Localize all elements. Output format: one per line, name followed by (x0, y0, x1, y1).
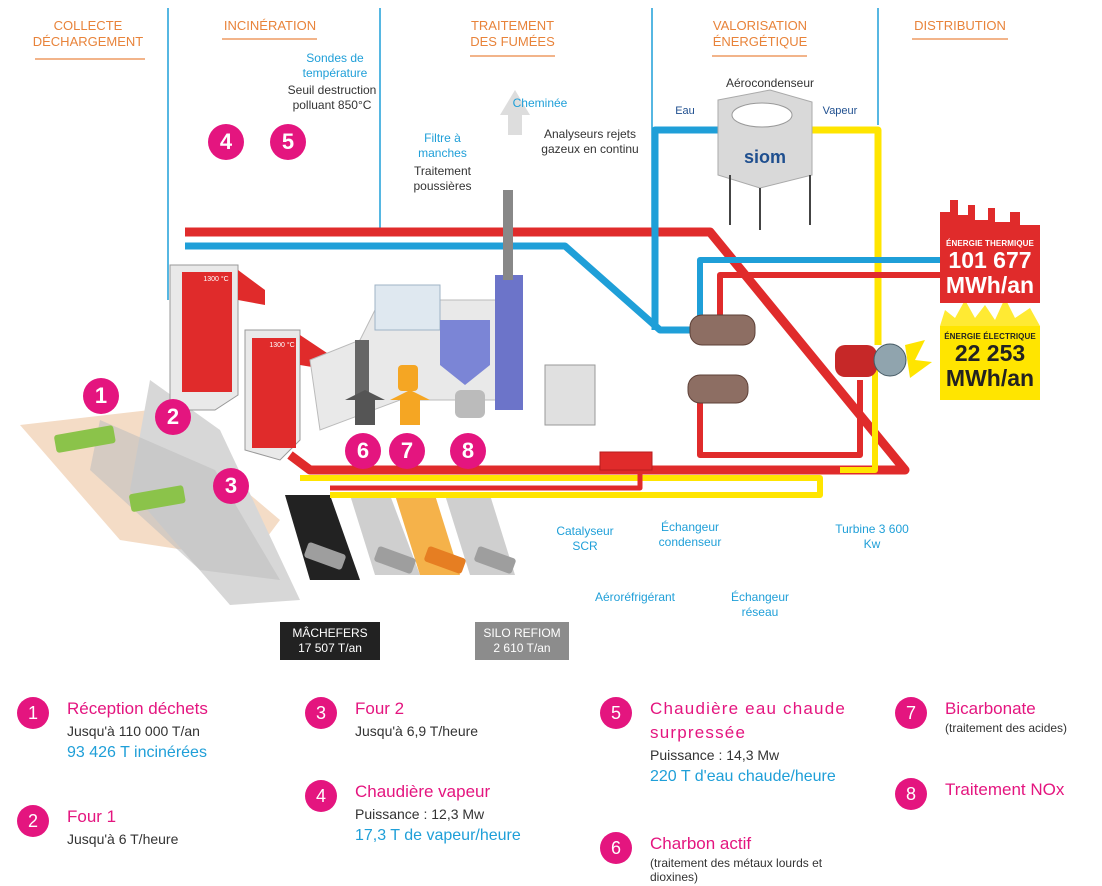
legend-item-8: 8 Traitement NOx (895, 778, 1100, 810)
zone-traitement: TRAITEMENT DES FUMÉES (470, 18, 555, 49)
dust-filter (374, 284, 441, 331)
legend-title-8: Traitement NOx (945, 780, 1065, 799)
label-seuil: Seuil destruction polluant 850°C (287, 83, 377, 112)
zone-collecte: COLLECTE DÉCHARGEMENT (32, 18, 144, 49)
legend-blue-1: 93 426 T incinérées (67, 744, 207, 761)
legend-badge-4: 4 (305, 780, 337, 812)
legend-title-2: Four 1 (67, 807, 117, 826)
zone-incineration-underline (222, 38, 317, 40)
chimney (503, 190, 513, 280)
legend-badge-7: 7 (895, 697, 927, 729)
legend-item-1: 1 Réception déchets Jusqu'à 110 000 T/an… (17, 697, 277, 765)
legend-title-6: Charbon actif (650, 834, 752, 853)
output-machefers-value: 17 507 T/an (298, 641, 362, 655)
badge-8: 8 (450, 433, 486, 469)
zone-distribution-underline (912, 38, 1008, 40)
zone-valorisation: VALORISATION ÉNERGÉTIQUE (712, 18, 808, 49)
label-echangeur-condenseur: Échangeur condenseur (658, 520, 722, 549)
stat-thermal-unit: MWh/an (945, 272, 1035, 298)
stack-body (495, 275, 523, 410)
output-machefers-title: MÂCHEFERS (292, 626, 368, 640)
legend-line-1: Jusqu'à 110 000 T/an (67, 723, 200, 739)
zone-incineration: INCINÉRATION (223, 18, 317, 33)
label-cheminee: Cheminée (512, 96, 568, 110)
label-catalyseur: Catalyseur SCR (556, 524, 614, 553)
legend-line-2: Jusqu'à 6 T/heure (67, 831, 179, 847)
badge-1: 1 (83, 378, 119, 414)
output-machefers: MÂCHEFERS 17 507 T/an (280, 622, 380, 660)
stat-electric-caption: ÉNERGIE ÉLECTRIQUE (944, 332, 1036, 341)
stat-thermal-energy: ÉNERGIE THERMIQUE 101 677 MWh/an (940, 235, 1040, 303)
turbine (835, 340, 932, 378)
legend-line-3: Jusqu'à 6,9 T/heure (355, 723, 479, 739)
legend-blue-4: 17,3 T de vapeur/heure (355, 827, 521, 844)
output-silo: SILO REFIOM 2 610 T/an (475, 622, 569, 660)
heat-exchangers (687, 314, 756, 404)
legend-item-4: 4 Chaudière vapeur Puissance : 12,3 Mw 1… (305, 780, 565, 848)
badge-7: 7 (389, 433, 425, 469)
label-aerocondenseur: Aérocondenseur (725, 76, 815, 90)
stat-electric-value: 22 253 (954, 340, 1026, 366)
stat-thermal-value: 101 677 (948, 247, 1032, 273)
stat-thermal-caption: ÉNERGIE THERMIQUE (946, 239, 1034, 248)
siom-logo: siom (744, 147, 787, 167)
legend-badge-6: 6 (600, 832, 632, 864)
truck-icons (54, 425, 516, 574)
label-eau: Eau (675, 105, 695, 117)
bag-filter (440, 320, 490, 385)
label-sondes: Sondes de température (302, 51, 368, 80)
label-filtre: Filtre à manches (418, 131, 467, 160)
label-temp-1: 1300 °C (203, 276, 229, 283)
scr-catalyst (599, 451, 653, 471)
stat-electric-unit: MWh/an (945, 365, 1035, 391)
legend-item-2: 2 Four 1 Jusqu'à 6 T/heure (17, 805, 277, 849)
label-analyseurs: Analyseurs rejets gazeux en continu (541, 127, 639, 156)
legend-title-3: Four 2 (355, 699, 405, 718)
label-turbine: Turbine 3 600 Kw (835, 522, 909, 551)
badge-4: 4 (208, 124, 244, 160)
label-vapeur: Vapeur (822, 105, 858, 117)
legend-title-1: Réception déchets (67, 699, 208, 718)
zone-valorisation-underline (712, 55, 807, 57)
legend-item-7: 7 Bicarbonate (traitement des acides) (895, 697, 1100, 735)
legend-title-5: Chaudière eau chaude surpressée (650, 699, 847, 742)
legend-badge-3: 3 (305, 697, 337, 729)
legend-badge-5: 5 (600, 697, 632, 729)
boiler-4 (182, 272, 232, 392)
legend-title-7: Bicarbonate (945, 699, 1036, 718)
zone-collecte-underline (35, 58, 145, 60)
output-silo-title: SILO REFIOM (483, 626, 561, 640)
legend-badge-8: 8 (895, 778, 927, 810)
legend-item-5: 5 Chaudière eau chaude surpressée Puissa… (600, 697, 870, 789)
badge-2: 2 (155, 399, 191, 435)
zone-distribution: DISTRIBUTION (914, 18, 1006, 33)
output-silo-value: 2 610 T/an (493, 641, 551, 655)
legend-badge-2: 2 (17, 805, 49, 837)
boiler-5 (252, 338, 296, 448)
label-temp-2: 1300 °C (269, 342, 295, 349)
badge-3: 3 (213, 468, 249, 504)
legend-blue-5: 220 T d'eau chaude/heure (650, 768, 836, 785)
legend-item-3: 3 Four 2 Jusqu'à 6,9 T/heure (305, 697, 565, 741)
legend-badge-1: 1 (17, 697, 49, 729)
label-traitement-poussieres: Traitement poussières (413, 164, 472, 193)
legend-line-4: Puissance : 12,3 Mw (355, 806, 485, 822)
stat-electric-energy: ÉNERGIE ÉLECTRIQUE 22 253 MWh/an (940, 326, 1040, 400)
legend-item-6: 6 Charbon actif (traitement des métaux l… (600, 832, 880, 884)
label-aerorefrigerant: Aéroréfrigérant (594, 590, 676, 604)
badge-5: 5 (270, 124, 306, 160)
zone-traitement-underline (470, 55, 555, 57)
label-echangeur-reseau: Échangeur réseau (730, 590, 790, 619)
legend-title-4: Chaudière vapeur (355, 782, 491, 801)
legend-small-6: (traitement des métaux lourds et dioxine… (650, 856, 823, 884)
legend-small-7: (traitement des acides) (945, 721, 1068, 735)
legend-line-5: Puissance : 14,3 Mw (650, 747, 780, 763)
badge-6: 6 (345, 433, 381, 469)
air-condenser (717, 89, 813, 230)
